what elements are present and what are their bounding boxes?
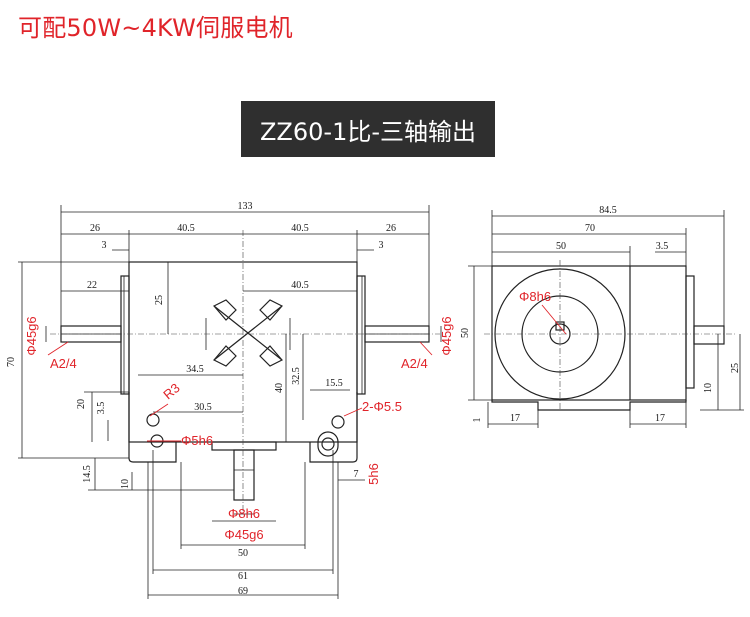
dim-25: 25 [154, 295, 165, 305]
side-base [491, 400, 687, 411]
label-phi8h6-side: Φ8h6 [519, 289, 551, 304]
dim-50-vertical: 50 [460, 328, 471, 338]
dim-3-right: 3 [379, 240, 384, 251]
mount-hole-lower-right [321, 437, 335, 451]
right-flange [356, 275, 366, 395]
front-dimension-texts: 133 26 40.5 40.5 26 3 3 22 40.5 25 70 34… [6, 201, 396, 597]
dim-3-5-left: 3.5 [96, 402, 107, 415]
label-phi8h6-bottom: Φ8h6 [228, 506, 260, 521]
dim-17-left: 17 [510, 413, 520, 424]
side-dimension-texts: 84.5 70 50 3.5 50 25 10 1 17 17 [460, 205, 741, 424]
dim-14-5: 14.5 [82, 465, 93, 483]
side-dimensions [468, 210, 744, 428]
label-phi5h6: Φ5h6 [181, 433, 213, 448]
dim-34-5: 34.5 [186, 364, 204, 375]
dim-70-side: 70 [585, 223, 595, 234]
left-mount-leg [128, 392, 177, 463]
dim-20: 20 [76, 399, 87, 409]
label-2-phi5-5: 2-Φ5.5 [362, 399, 402, 414]
dim-32-5: 32.5 [291, 367, 302, 385]
headline: 可配50W~4KW伺服电机 [18, 14, 293, 42]
dim-25-side: 25 [730, 363, 741, 373]
side-flange [685, 275, 695, 389]
dim-22: 22 [87, 280, 97, 291]
label-phi45g6-left: Φ45g6 [24, 316, 39, 355]
dim-50-side: 50 [556, 241, 566, 252]
left-flange [120, 275, 130, 395]
dim-26-left: 26 [90, 223, 100, 234]
side-view [484, 260, 735, 411]
dim-26-right: 26 [386, 223, 396, 234]
label-a24-right: A2/4 [401, 356, 428, 371]
dim-40-5-left: 40.5 [177, 223, 195, 234]
label-phi45g6-bottom: Φ45g6 [224, 527, 263, 542]
front-dimensions [18, 205, 442, 599]
dim-3-left: 3 [102, 240, 107, 251]
dim-15-5: 15.5 [325, 378, 343, 389]
label-r3: R3 [160, 380, 182, 402]
dim-1: 1 [472, 418, 483, 423]
dim-3-5-side: 3.5 [656, 241, 669, 252]
dim-61: 61 [238, 571, 248, 582]
side-shaft [693, 325, 725, 345]
dim-69: 69 [238, 586, 248, 597]
label-a24-left: A2/4 [50, 356, 77, 371]
side-body [491, 265, 687, 401]
bottom-shaft [233, 449, 255, 501]
front-view [50, 230, 440, 515]
dim-30-5: 30.5 [194, 402, 212, 413]
dim-10-front: 10 [120, 479, 131, 489]
label-5h6: 5h6 [366, 463, 381, 485]
bottom-flange [211, 441, 277, 451]
right-mount-leg [309, 392, 358, 463]
mount-hole-upper-left [146, 413, 160, 427]
dim-40-5-right: 40.5 [291, 223, 309, 234]
front-red-callouts: Φ45g6 A2/4 Φ45g6 A2/4 R3 Φ5h6 2-Φ5.5 5h6… [24, 316, 454, 542]
dim-17-right: 17 [655, 413, 665, 424]
dim-40-5-middle: 40.5 [291, 280, 309, 291]
dim-7: 7 [354, 469, 359, 480]
dim-70: 70 [6, 357, 17, 367]
internal-gear [205, 299, 291, 367]
dim-40: 40 [274, 383, 285, 393]
dim-50-bottom: 50 [238, 548, 248, 559]
label-phi45g6-right: Φ45g6 [439, 316, 454, 355]
model-title: ZZ60-1比-三轴输出 [241, 101, 495, 157]
dim-10-side: 10 [703, 383, 714, 393]
dim-84-5: 84.5 [599, 205, 617, 216]
mount-slot-right [317, 431, 339, 457]
dim-133: 133 [238, 201, 253, 212]
mount-hole-upper-right [331, 415, 345, 429]
